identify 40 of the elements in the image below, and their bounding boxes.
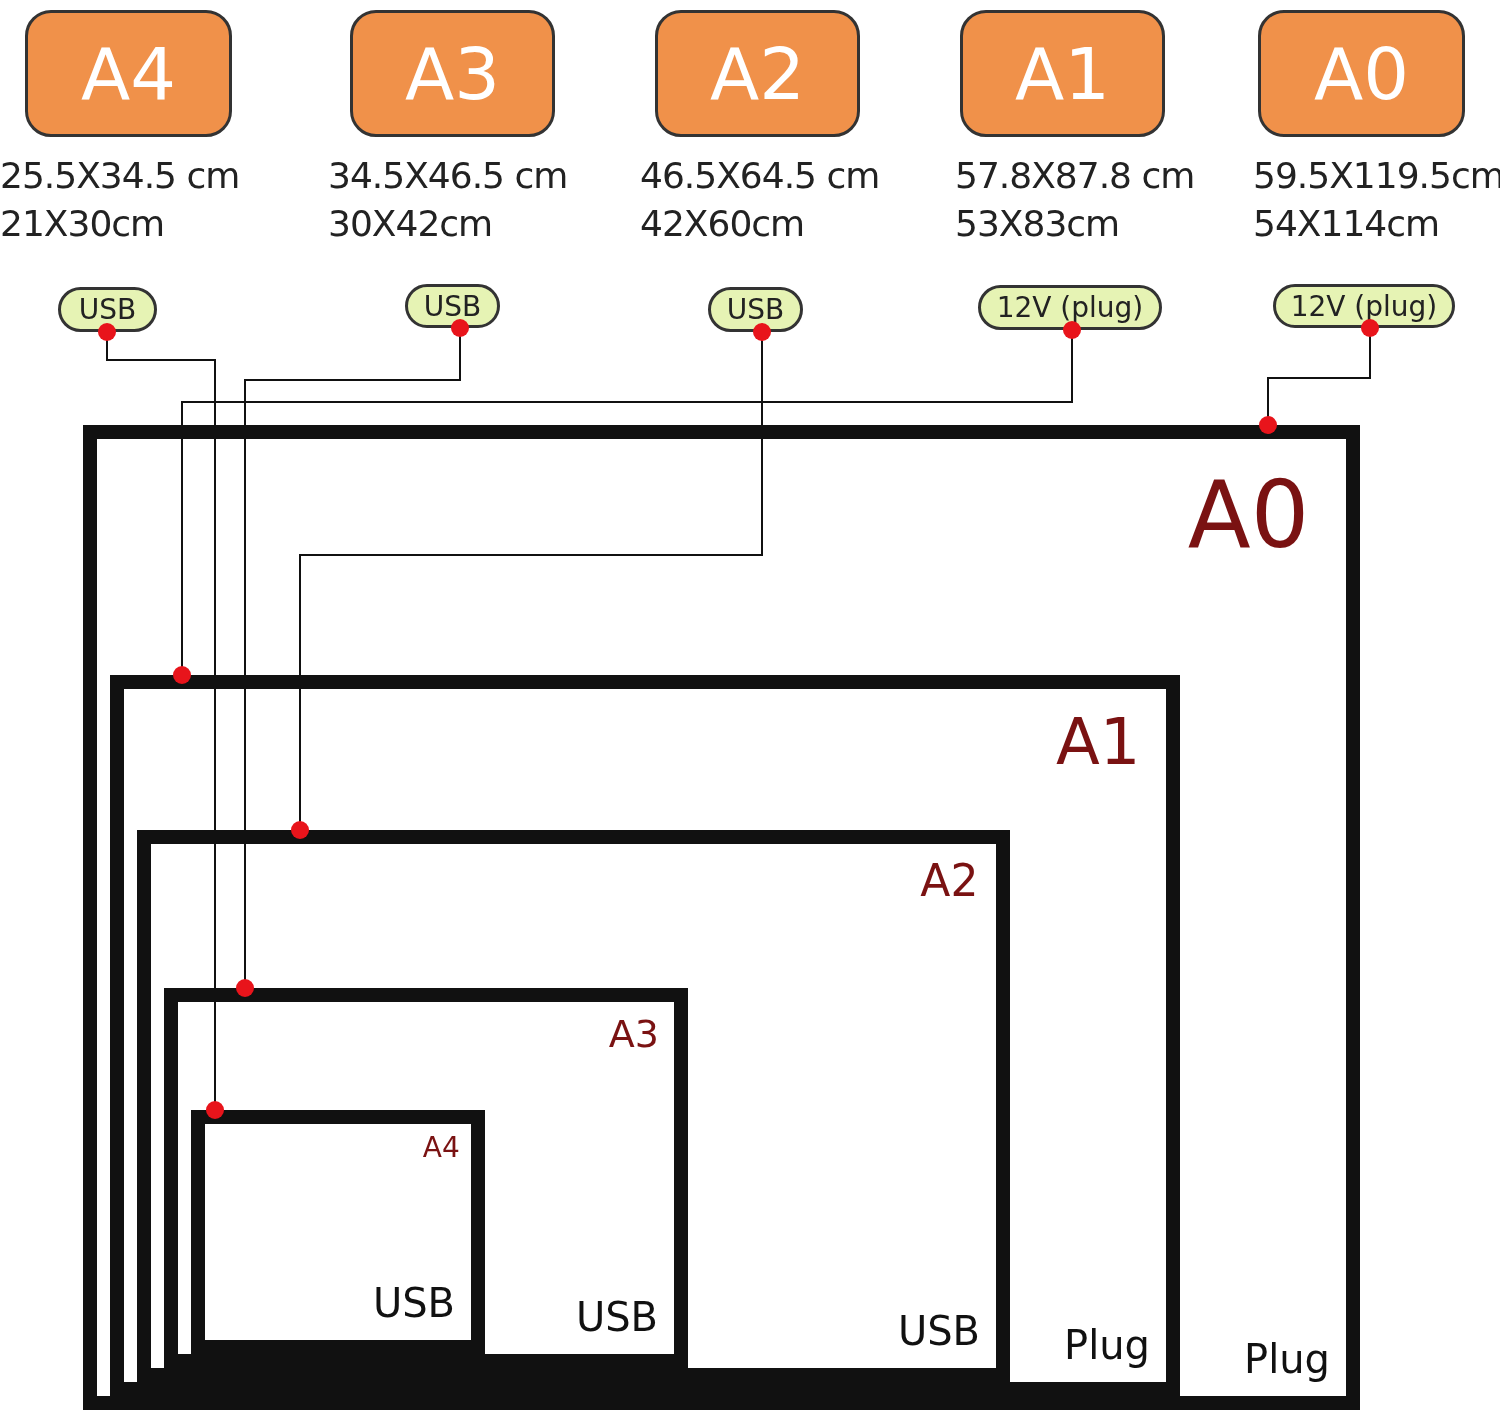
- size-label: A3: [608, 1011, 659, 1056]
- size-badge: A3: [350, 10, 555, 137]
- connector-line: [236, 319, 469, 997]
- size-badge: A4: [25, 10, 232, 137]
- connector-line: [291, 323, 771, 839]
- light-panel: [164, 988, 688, 1368]
- dimension-text: 59.5X119.5cm: [1253, 155, 1500, 196]
- power-label: USB: [897, 1308, 980, 1354]
- light-panel: [137, 830, 1010, 1382]
- dimension-text: 53X83cm: [955, 203, 1120, 244]
- power-badge: USB: [58, 287, 157, 332]
- dimension-text: 57.8X87.8 cm: [955, 155, 1195, 196]
- power-label: USB: [372, 1280, 455, 1326]
- light-panel: [191, 1110, 485, 1354]
- power-badge: USB: [708, 287, 803, 332]
- dimension-text: 34.5X46.5 cm: [328, 155, 568, 196]
- size-badge: A2: [655, 10, 860, 137]
- dimension-text: 46.5X64.5 cm: [640, 155, 880, 196]
- power-label: Plug: [1244, 1336, 1330, 1382]
- dimension-text: 54X114cm: [1253, 203, 1440, 244]
- power-badge: 12V (plug): [978, 285, 1162, 330]
- dimension-text: 42X60cm: [640, 203, 805, 244]
- connector-line: [1259, 319, 1379, 434]
- dimension-text: 30X42cm: [328, 203, 493, 244]
- light-panel: [83, 425, 1360, 1410]
- dimension-text: 21X30cm: [0, 203, 165, 244]
- light-panel: [110, 675, 1180, 1396]
- power-label: USB: [575, 1294, 658, 1340]
- connector-line: [98, 323, 224, 1119]
- size-label: A1: [1055, 705, 1141, 779]
- size-badge: A0: [1258, 10, 1465, 137]
- size-label: A0: [1187, 462, 1310, 569]
- connector-line: [173, 321, 1081, 684]
- power-badge: USB: [405, 284, 500, 328]
- power-badge: 12V (plug): [1273, 284, 1455, 328]
- size-label: A4: [422, 1131, 460, 1164]
- size-label: A2: [920, 855, 979, 906]
- size-badge: A1: [960, 10, 1165, 137]
- dimension-text: 25.5X34.5 cm: [0, 155, 240, 196]
- power-label: Plug: [1064, 1322, 1150, 1368]
